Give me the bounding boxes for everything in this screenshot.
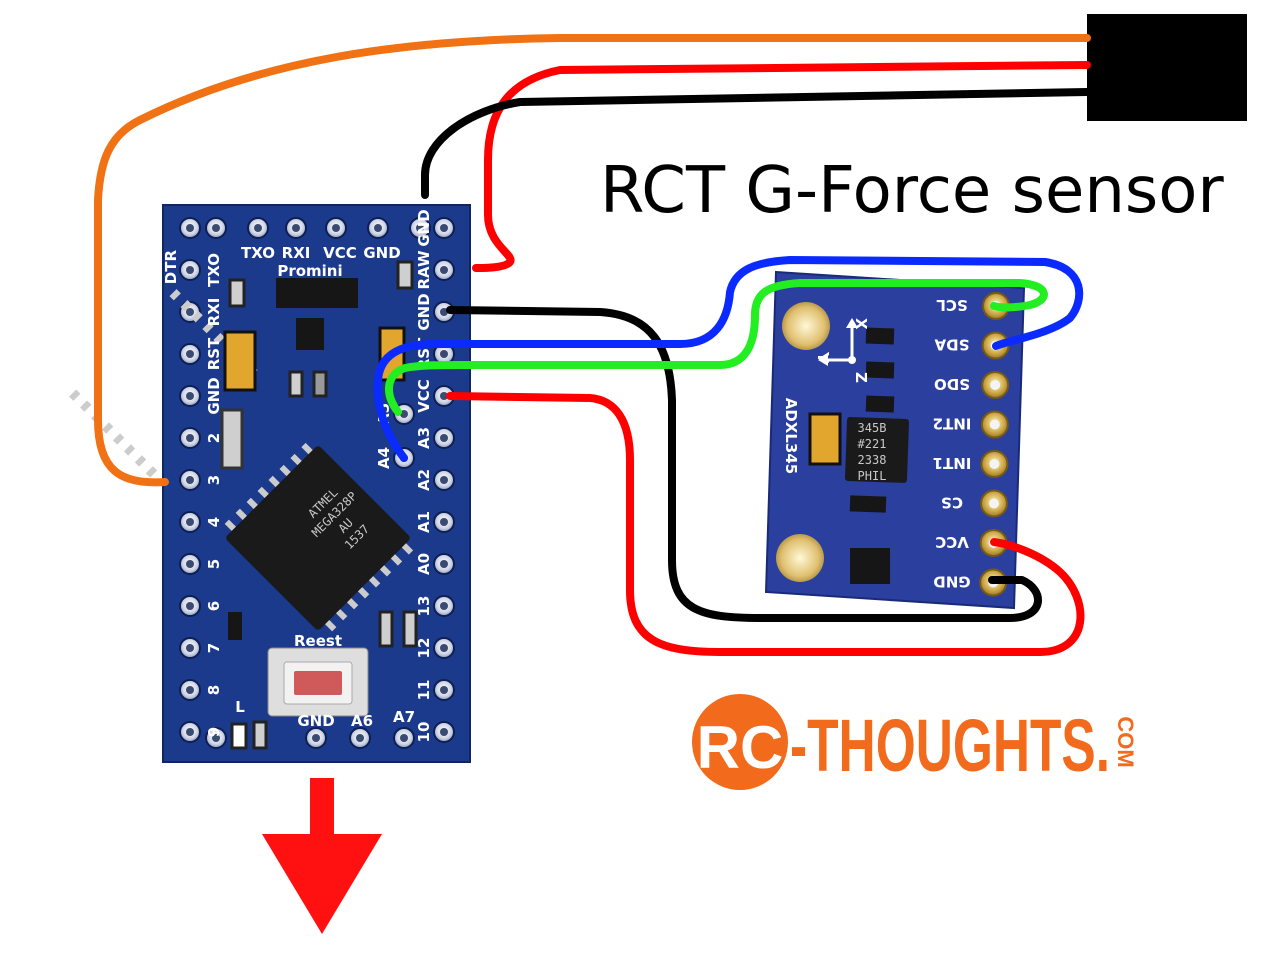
wire-blue-sda xyxy=(373,256,1084,462)
pin-label-left: 3 xyxy=(205,475,223,485)
pin-label-left: 8 xyxy=(205,685,223,695)
pin-label-bottom: A6 xyxy=(351,712,373,730)
pin-label-left: 5 xyxy=(205,559,223,569)
pin-label-top: RXI xyxy=(282,244,311,262)
pin-label-left: TXO xyxy=(205,253,223,287)
adxl-pin-label: SDO xyxy=(934,375,970,393)
adxl-chip-marking: 345B xyxy=(858,421,887,435)
wire-black-ground-in xyxy=(421,88,1091,199)
adxl-pin-label: INT1 xyxy=(933,454,972,472)
rc-thoughts-logo: RC -THOUGHTS. COM xyxy=(692,694,1138,790)
pin-label-top: VCC xyxy=(323,244,357,262)
axis-label-y: Y xyxy=(814,351,832,364)
wire-red-power-in xyxy=(472,61,1091,272)
wire-red-power-adxl xyxy=(446,392,1085,656)
logo-badge xyxy=(692,694,788,790)
pin-label-right: GND xyxy=(415,293,433,330)
atmega-chip xyxy=(69,289,414,632)
adxl-chip-marking: PHIL xyxy=(858,469,887,483)
adxl-pin-label: GND xyxy=(933,573,970,591)
pin-label-left: RXI xyxy=(205,298,223,327)
logo-text: -THOUGHTS. xyxy=(790,704,1110,787)
tantalum-capacitor xyxy=(223,330,257,392)
board-name-label: Promini xyxy=(277,262,342,280)
crystal xyxy=(220,408,244,470)
pin-label-bottom: GND xyxy=(297,712,334,730)
pin-label-right: VCC xyxy=(415,379,433,413)
pin-label-left: 4 xyxy=(205,517,223,527)
pin-label-a4: A4 xyxy=(375,447,393,469)
axis-label-z: Z xyxy=(852,372,870,383)
pin-label-right: GND xyxy=(415,209,433,246)
adxl-board-name: ADXL345 xyxy=(782,398,800,475)
pin-label-right: A3 xyxy=(415,427,433,449)
wire-black-ground-adxl xyxy=(446,306,1042,622)
pin-label-right: 10 xyxy=(415,722,433,743)
logo-badge-text: RC xyxy=(697,714,784,781)
pin-label-right: 11 xyxy=(415,680,433,701)
wires xyxy=(94,34,1091,656)
pin-label-bottom: A7 xyxy=(393,708,415,726)
mounting-hole xyxy=(776,534,824,582)
adxl345-chip xyxy=(845,417,909,483)
diagram-title: RCT G-Force sensor xyxy=(600,154,1224,228)
wire-orange-signal xyxy=(94,34,1091,487)
pin-label-left: 9 xyxy=(205,727,223,737)
adxl-pin-label: INT2 xyxy=(933,415,972,433)
pin-label-left: RST xyxy=(205,337,223,370)
pin-label-right: A0 xyxy=(415,553,433,575)
pin-label-right: A1 xyxy=(415,511,433,533)
pin-label-left: 2 xyxy=(205,433,223,443)
axis-label-x: X xyxy=(852,318,870,330)
pin-label-left: 7 xyxy=(205,643,223,653)
logo-suffix: COM xyxy=(1113,716,1138,767)
wire-green-scl xyxy=(385,279,1048,416)
pin-label-left: GND xyxy=(205,377,223,414)
pin-label-right: 13 xyxy=(415,596,433,617)
pin-label-right: A2 xyxy=(415,469,433,491)
pin-label-top: TXO xyxy=(241,244,275,262)
adxl-chip-marking: #221 xyxy=(858,437,887,451)
down-arrow-icon xyxy=(262,778,382,934)
reset-label: Reest xyxy=(294,632,342,650)
pin-label-right: 12 xyxy=(415,638,433,659)
pin-label-dtr: DTR xyxy=(162,250,180,285)
pin-label-left: 6 xyxy=(205,601,223,611)
led-label: L xyxy=(235,698,245,716)
adxl-pin-label: SCL xyxy=(936,296,968,314)
voltage-regulator xyxy=(276,278,358,308)
mounting-hole xyxy=(782,302,830,350)
adxl-pin-label: SDA xyxy=(934,336,969,354)
adxl-pin-label: VCC xyxy=(935,533,969,551)
adxl-pin-label: CS xyxy=(941,494,963,512)
servo-connector xyxy=(1087,14,1247,121)
adxl-chip-marking: 2338 xyxy=(858,453,887,467)
pin-label-right: RAW xyxy=(415,250,433,289)
pin-label-top: GND xyxy=(363,244,400,262)
